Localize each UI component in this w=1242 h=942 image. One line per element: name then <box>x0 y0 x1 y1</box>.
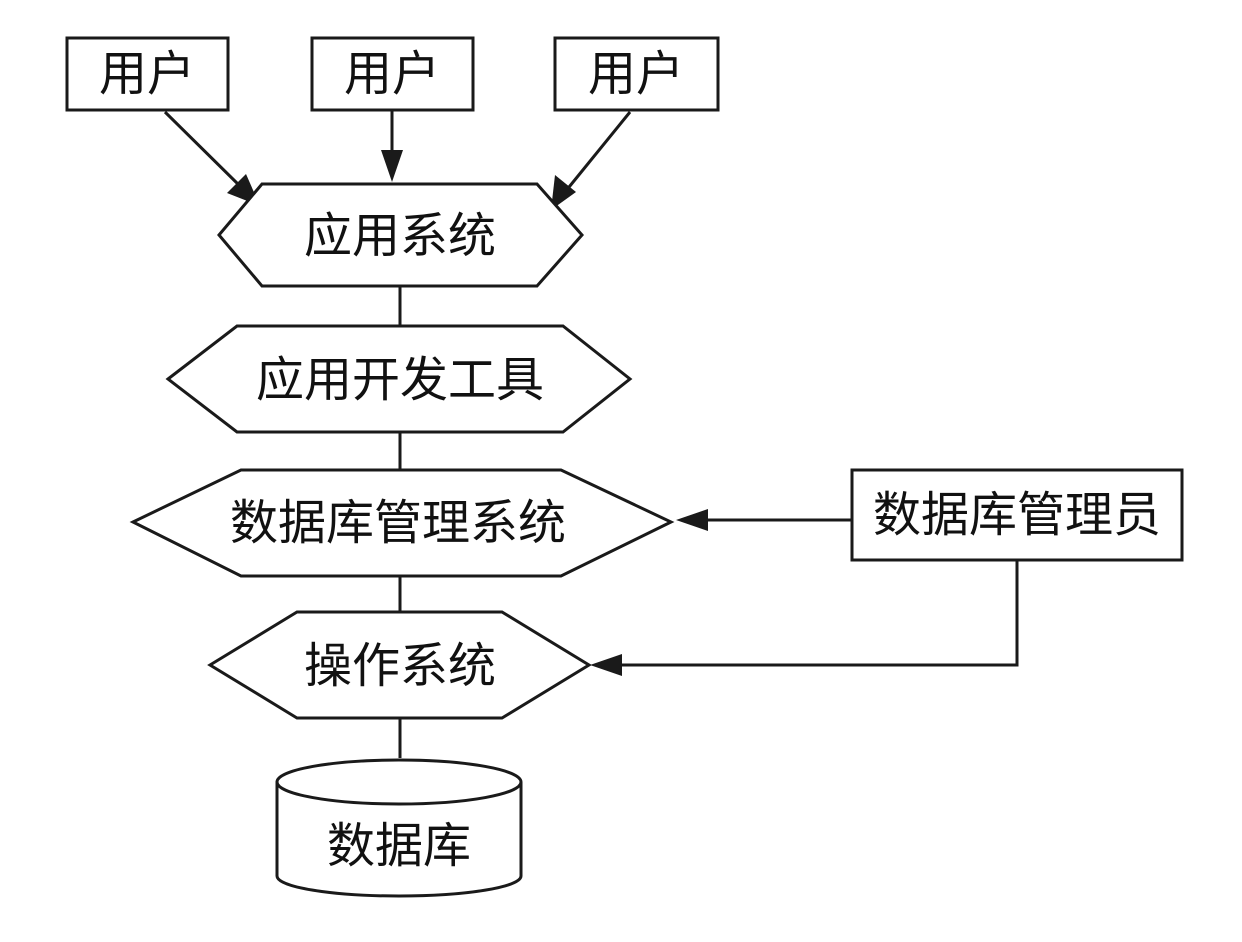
user-label-1: 用户 <box>99 46 195 102</box>
user-box-2: 用户 <box>310 36 475 112</box>
arrow-dba-to-dbms <box>676 509 852 531</box>
arrow-user1-to-app <box>163 110 260 206</box>
arrow-user3-to-app <box>551 111 632 210</box>
dbms-label: 数据库管理系统 <box>230 495 566 551</box>
operating-system-label: 操作系统 <box>304 638 496 694</box>
user-label-2: 用户 <box>344 46 440 102</box>
operating-system-node: 操作系统 <box>207 610 592 720</box>
application-system-node: 应用系统 <box>217 182 585 288</box>
app-dev-tools-node: 应用开发工具 <box>165 324 633 434</box>
dba-box: 数据库管理员 <box>850 468 1184 562</box>
arrow-dba-to-os <box>590 560 1019 676</box>
application-system-label: 应用系统 <box>304 208 496 264</box>
dba-label: 数据库管理员 <box>873 487 1161 543</box>
database-label: 数据库 <box>327 818 471 874</box>
database-cylinder: 数据库 <box>275 758 523 898</box>
user-box-1: 用户 <box>65 36 230 112</box>
arrow-user2-to-app <box>381 110 403 182</box>
dbms-node: 数据库管理系统 <box>129 468 675 578</box>
user-box-3: 用户 <box>553 36 720 112</box>
app-dev-tools-label: 应用开发工具 <box>256 352 544 408</box>
user-label-3: 用户 <box>588 46 684 102</box>
